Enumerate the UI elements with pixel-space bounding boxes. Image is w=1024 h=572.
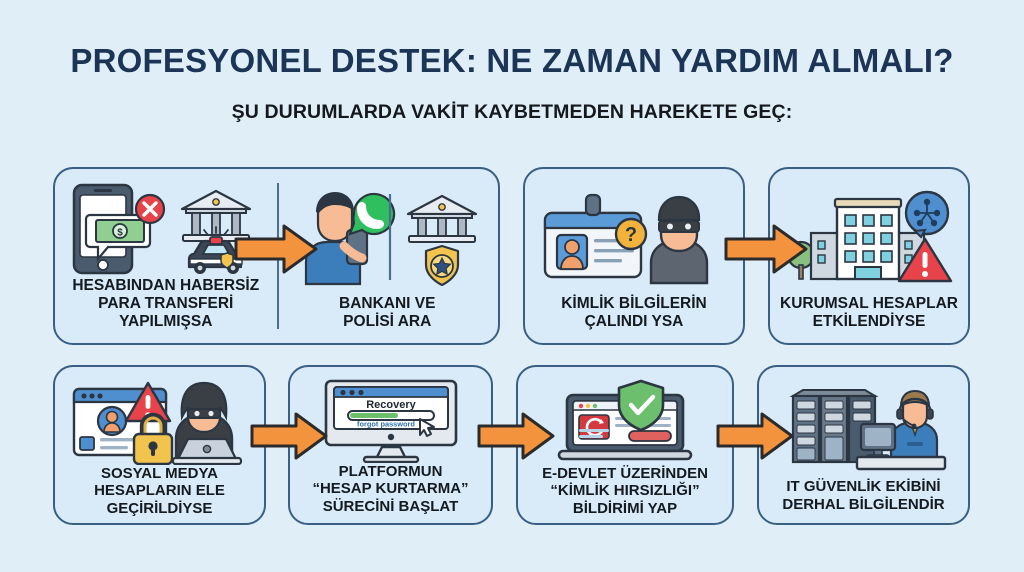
- red-button-icon: [628, 430, 672, 442]
- svg-text:?: ?: [625, 224, 637, 246]
- page-subtitle: ŞU DURUMLARDA VAKİT KAYBETMEDEN HAREKETE…: [231, 101, 793, 123]
- bank-icon: [180, 189, 251, 243]
- step-card-social-media-hacked[interactable]: SOSYAL MEDYA HESAPLARIN ELE GEÇİRİLDİYSE: [53, 365, 266, 525]
- card-half-problem: $: [55, 169, 277, 343]
- arrow-right-icon: [232, 222, 320, 281]
- laptop-base: [557, 449, 693, 461]
- illustration-call-bank-police: [277, 169, 499, 295]
- arrow-right-icon: [248, 410, 330, 467]
- card-caption: IT GÜVENLİK EKİBİNİ DERHAL BİLGİLENDİR: [782, 478, 945, 513]
- question-mark-icon: ?: [614, 217, 648, 251]
- hacker-laptop-icon: [171, 381, 242, 465]
- progress-bar-icon: [346, 410, 435, 421]
- illustration-identity-theft: ?: [525, 169, 743, 295]
- bank-icon: [407, 194, 478, 244]
- step-card-it-security-team[interactable]: IT GÜVENLİK EKİBİNİ DERHAL BİLGİLENDİR: [757, 365, 970, 525]
- edevlet-logo-icon: [578, 414, 610, 440]
- desk: [855, 455, 946, 470]
- person-calling-icon: [305, 192, 369, 286]
- step-card-identity-stolen[interactable]: ? KİMLİK BİLGİLERİN ÇALINDI YSA: [523, 167, 745, 345]
- recovery-heading: Recovery: [366, 399, 416, 411]
- card-caption: BANKANI VE POLİSİ ARA: [339, 295, 436, 331]
- shield-check-icon: [617, 379, 665, 432]
- text-line: [579, 435, 603, 438]
- illustration-account-takeover: [55, 367, 264, 465]
- forgot-password-link: forgot password: [357, 420, 415, 429]
- text-line: [579, 429, 609, 432]
- thief-icon: [649, 195, 709, 285]
- card-half-action: BANKANI VE POLİSİ ARA: [277, 169, 499, 343]
- arrow-right-icon: [714, 410, 796, 467]
- card-caption: E-DEVLET ÜZERİNDEN “KİMLİK HIRSIZLIĞI” B…: [542, 465, 708, 517]
- illustration-corporate-breach: [770, 169, 968, 295]
- card-caption: KURUMSAL HESAPLAR ETKİLENDİYSE: [780, 295, 958, 331]
- arrow-right-icon: [475, 410, 557, 467]
- step-card-account-recovery[interactable]: Recovery forgot password PLATFORMUN “HES…: [288, 365, 493, 525]
- infographic-header: PROFESYONEL DESTEK: NE ZAMAN YARDIM ALMA…: [0, 0, 1024, 124]
- step-card-corporate-accounts[interactable]: KURUMSAL HESAPLAR ETKİLENDİYSE: [768, 167, 970, 345]
- illustration-it-support: [759, 367, 968, 478]
- illustration-unauthorized-transfer: $: [55, 169, 277, 277]
- police-badge-icon: [425, 244, 460, 287]
- steps-board: $: [0, 160, 1024, 540]
- warning-triangle-icon: [897, 237, 953, 283]
- network-bubble-icon: [904, 190, 950, 239]
- phone-bubble-icon: [348, 193, 396, 236]
- arrow-right-icon: [722, 222, 810, 281]
- step-card-unauthorized-transfer[interactable]: $: [53, 167, 500, 345]
- illustration-edevlet-laptop: [518, 367, 732, 465]
- monitor-power-dot: [387, 433, 394, 441]
- it-support-agent-icon: [889, 389, 938, 459]
- monitor-base: [362, 455, 419, 463]
- illustration-recovery-screen: Recovery forgot password: [290, 367, 491, 463]
- card-caption: KİMLİK BİLGİLERİN ÇALINDI YSA: [561, 295, 707, 331]
- padlock-icon: [132, 412, 173, 465]
- page-title: PROFESYONEL DESTEK: NE ZAMAN YARDIM ALMA…: [70, 42, 954, 79]
- card-caption: PLATFORMUN “HESAP KURTARMA” SÜRECİNİ BAŞ…: [312, 463, 469, 515]
- office-building-icon: [833, 197, 903, 281]
- card-caption: SOSYAL MEDYA HESAPLARIN ELE GEÇİRİLDİYSE: [94, 465, 225, 517]
- svg-text:$: $: [117, 228, 123, 239]
- card-caption: HESABINDAN HABERSİZ PARA TRANSFERİ YAPIL…: [72, 277, 260, 331]
- server-rack-icon: [788, 388, 879, 463]
- error-cross-icon: [134, 193, 165, 225]
- cursor-icon: [418, 418, 435, 437]
